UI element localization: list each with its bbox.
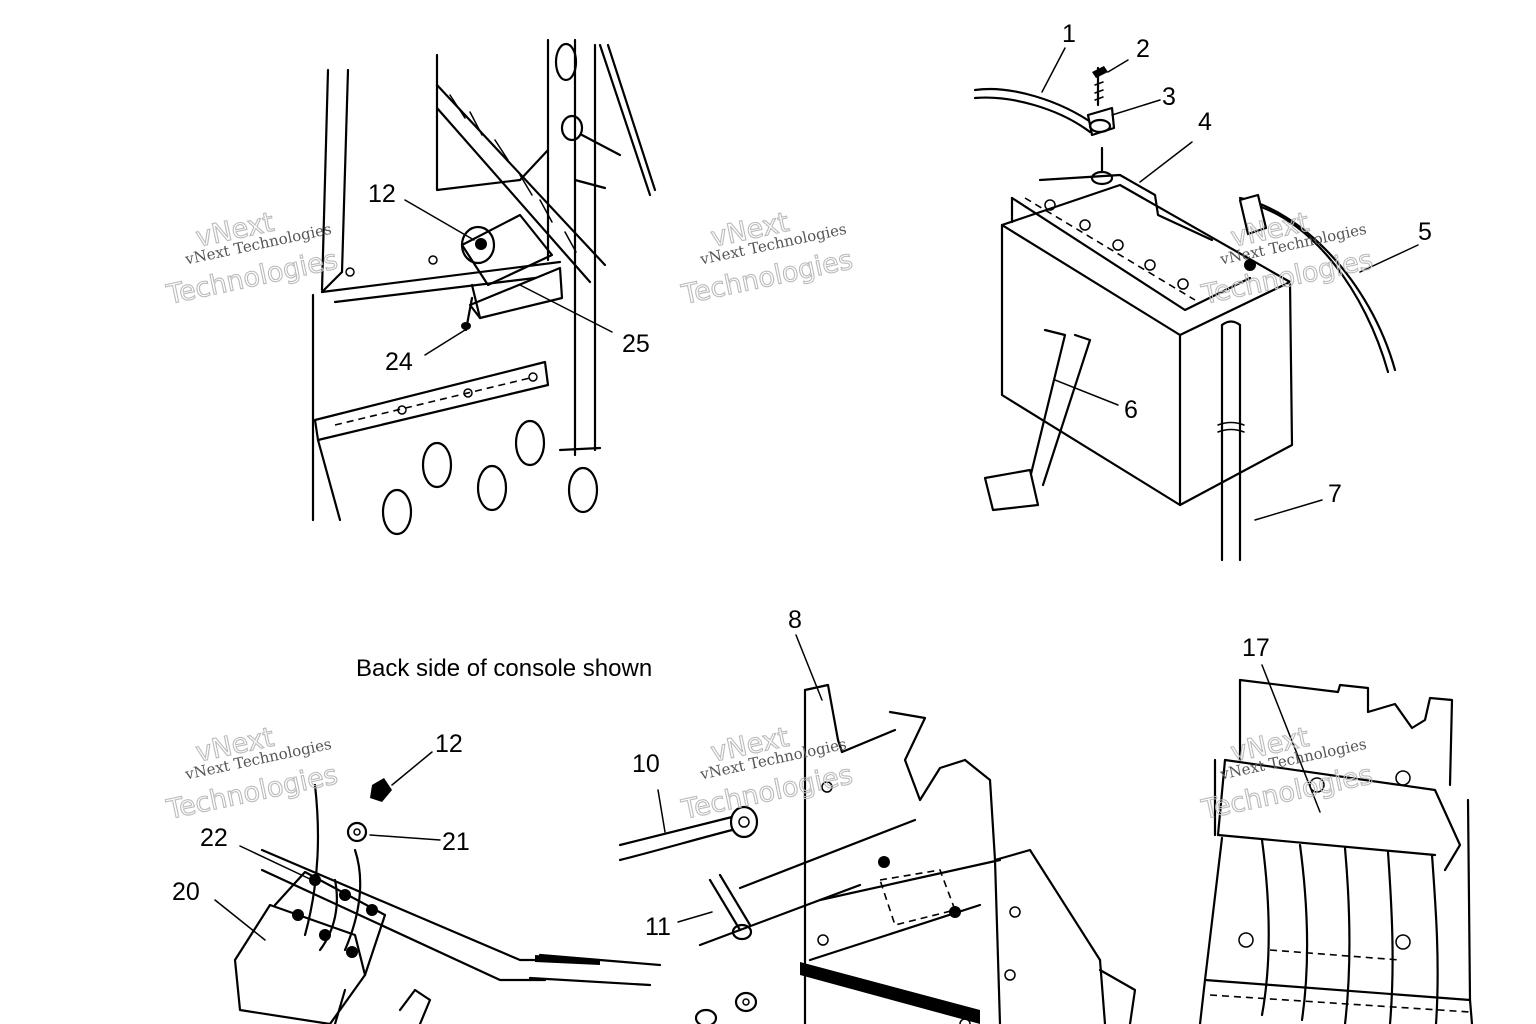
callout-11: 11 bbox=[645, 913, 671, 941]
battery-assembly bbox=[973, 66, 1397, 562]
watermark-2: vNext vNext Technologies Technologies bbox=[678, 206, 856, 311]
callout-4: 4 bbox=[1198, 108, 1212, 136]
diagram-caption: Back side of console shown bbox=[356, 655, 652, 682]
watermark-6: vNext vNext Technologies Technologies bbox=[1198, 721, 1376, 826]
watermark-3: vNext vNext Technologies Technologies bbox=[1198, 206, 1376, 311]
callout-12-bottom: 12 bbox=[435, 730, 463, 758]
leader-lines bbox=[214, 47, 1419, 941]
callout-12-top: 12 bbox=[368, 180, 396, 208]
ignition-bracket-assembly bbox=[233, 778, 662, 1024]
battery-box-assembly bbox=[1198, 678, 1474, 1024]
callout-3: 3 bbox=[1162, 83, 1176, 111]
callout-7: 7 bbox=[1328, 480, 1342, 508]
callout-10: 10 bbox=[632, 750, 660, 778]
callout-6: 6 bbox=[1124, 396, 1138, 424]
callout-21: 21 bbox=[442, 828, 470, 856]
callout-24: 24 bbox=[385, 348, 413, 376]
callout-20: 20 bbox=[172, 878, 200, 906]
watermark-5: vNext vNext Technologies Technologies bbox=[678, 721, 856, 826]
callout-17: 17 bbox=[1242, 634, 1270, 662]
console-panel-assembly bbox=[311, 38, 657, 536]
callout-5: 5 bbox=[1418, 218, 1432, 246]
callout-8: 8 bbox=[788, 606, 802, 634]
callout-22: 22 bbox=[200, 824, 228, 852]
battery-mount-assembly bbox=[618, 683, 1137, 1024]
watermark-1: vNext vNext Technologies Technologies bbox=[163, 206, 341, 311]
callout-2: 2 bbox=[1136, 35, 1150, 63]
watermark-4: vNext vNext Technologies Technologies bbox=[163, 721, 341, 826]
callout-labels: 1 2 3 4 5 6 7 12 24 25 8 10 11 12 21 22 … bbox=[172, 20, 1432, 941]
callout-1: 1 bbox=[1062, 20, 1076, 48]
callout-25: 25 bbox=[622, 330, 650, 358]
